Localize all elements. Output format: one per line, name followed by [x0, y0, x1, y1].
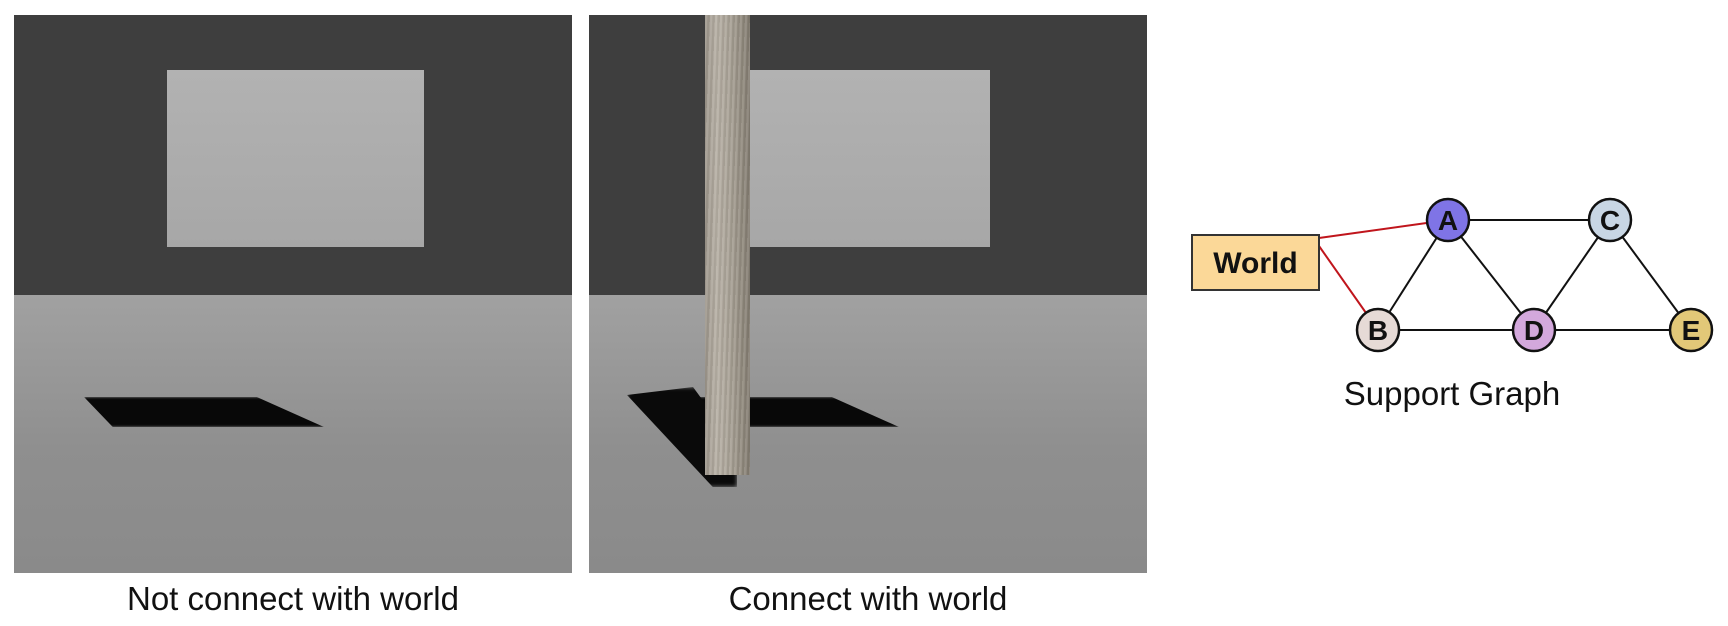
scene-panel-left [14, 15, 572, 573]
node-circle-B [1355, 307, 1401, 353]
node-label-B: B [1368, 315, 1388, 346]
world-label: World [1213, 247, 1297, 280]
node-circle-A [1425, 197, 1471, 243]
node-E: E [1668, 307, 1714, 353]
node-circle-E [1668, 307, 1714, 353]
node-C: C [1587, 197, 1633, 243]
edge-C-D [1533, 219, 1611, 331]
node-D: D [1511, 307, 1557, 353]
edge-C-E [1609, 219, 1692, 331]
world-box: World [1191, 234, 1320, 291]
hanging-plate [167, 70, 424, 247]
node-label-E: E [1682, 315, 1701, 346]
node-label-D: D [1524, 315, 1544, 346]
caption-left: Not connect with world [127, 580, 459, 617]
node-circle-C [1587, 197, 1633, 243]
floor [14, 295, 572, 573]
node-A: A [1425, 197, 1471, 243]
wooden-pillar [705, 15, 750, 475]
graph-title: Support Graph [1344, 375, 1560, 412]
supported-plate [733, 70, 990, 247]
edge-A-D [1447, 219, 1535, 331]
scene-panel-right [589, 15, 1147, 573]
support-graph: World A B C D E Support Graph [1191, 197, 1714, 412]
node-label-A: A [1438, 205, 1458, 236]
node-label-C: C [1600, 205, 1620, 236]
node-circle-D [1511, 307, 1557, 353]
node-B: B [1355, 307, 1401, 353]
caption-right: Connect with world [728, 580, 1008, 617]
graph-nodes: A B C D E [1355, 197, 1714, 353]
